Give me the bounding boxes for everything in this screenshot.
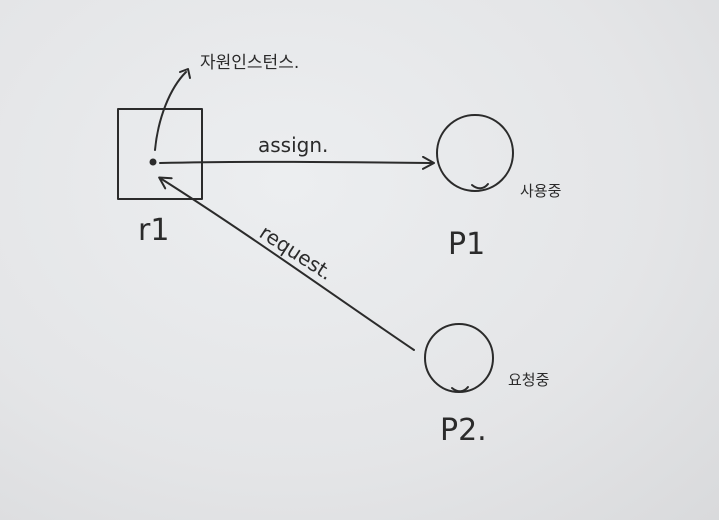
process-label-p1: P1	[448, 227, 485, 262]
process-node-p2-mark	[451, 386, 469, 393]
process-status-p1: 사용중	[520, 182, 561, 200]
request-edge	[158, 176, 415, 351]
instance-note-pointer-head	[179, 68, 191, 79]
instance-note-pointer	[154, 71, 187, 151]
process-label-p2: P2.	[440, 413, 487, 448]
process-node-p2	[424, 323, 494, 393]
resource-node-r1	[117, 108, 203, 200]
resource-instance-dot	[149, 158, 157, 166]
process-node-p1-mark	[471, 183, 489, 190]
process-status-p2: 요청중	[508, 371, 549, 389]
instance-note-label: 자원인스턴스.	[200, 53, 299, 73]
assign-edge-label: assign.	[258, 133, 328, 157]
request-edge-label: request.	[255, 220, 337, 285]
assign-edge	[159, 155, 435, 170]
resource-label-r1: r1	[138, 213, 169, 248]
process-node-p1	[436, 114, 514, 192]
